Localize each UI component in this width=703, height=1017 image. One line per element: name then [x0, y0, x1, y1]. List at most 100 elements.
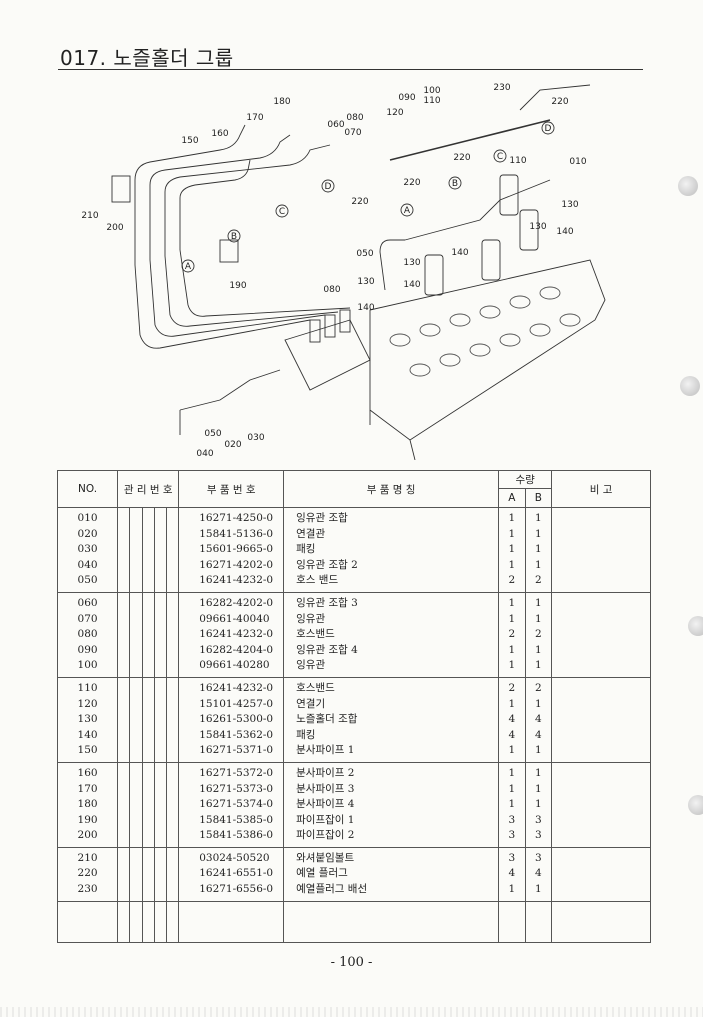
- header-management-no: 관 리 번 호: [117, 470, 180, 508]
- page-number: - 100 -: [330, 955, 373, 970]
- management-cell: [153, 507, 167, 593]
- header-qty-a: A: [498, 488, 526, 508]
- callout-labels: 210 200 150 160 170 180 190 060 080 070 …: [81, 83, 586, 459]
- svg-text:130: 130: [357, 277, 374, 287]
- management-cell: [117, 676, 131, 763]
- management-cell: [117, 761, 131, 848]
- svg-text:030: 030: [247, 433, 264, 443]
- svg-text:220: 220: [403, 178, 420, 188]
- management-cell: [153, 846, 167, 902]
- svg-text:140: 140: [556, 227, 573, 237]
- part-number-index: 060 070 080 090 100: [77, 596, 98, 672]
- svg-text:230: 230: [493, 83, 510, 93]
- svg-text:220: 220: [551, 97, 568, 107]
- binder-hole: [688, 616, 703, 636]
- management-cell: [129, 676, 143, 763]
- header-qty-b: B: [524, 488, 553, 508]
- svg-text:130: 130: [561, 200, 578, 210]
- header-part-no: 부 품 번 호: [178, 470, 285, 508]
- management-cell: [165, 676, 180, 763]
- qty-b: 1 1 1 1 2: [535, 512, 542, 587]
- table-row-group: 010 020 030 040 050 16271-4250-0 15841-51…: [56, 507, 651, 593]
- part-name: 잉유관 조합 3 잉유관 호스밴드 잉유관 조합 4 잉유관: [296, 596, 358, 672]
- header-qty: 수량: [498, 470, 553, 489]
- part-code: 16271-5372-0 16271-5373-0 16271-5374-0 1…: [199, 766, 274, 842]
- connection-letters: AB CD AB CD: [181, 121, 555, 273]
- svg-text:210: 210: [81, 211, 98, 221]
- svg-text:120: 120: [386, 108, 403, 118]
- management-cell: [165, 507, 180, 593]
- svg-text:A: A: [185, 262, 192, 272]
- management-cell: [117, 591, 131, 678]
- title-rule: [58, 69, 643, 70]
- management-cell: [165, 591, 180, 678]
- svg-text:200: 200: [106, 223, 123, 233]
- svg-text:A: A: [404, 206, 411, 216]
- management-cell: [141, 761, 155, 848]
- table-row-group: 110 120 130 140 150 16241-4232-0 15101-42…: [56, 676, 651, 763]
- qty-b: 3 4 1: [535, 851, 542, 896]
- qty-a: 3 4 1: [508, 851, 516, 896]
- management-cell: [129, 507, 143, 593]
- svg-text:050: 050: [204, 429, 221, 439]
- remarks-cell: [551, 761, 651, 848]
- management-cell: [153, 676, 167, 763]
- svg-text:130: 130: [403, 258, 420, 268]
- part-number-index: 010 020 030 040 050: [77, 512, 98, 587]
- svg-text:070: 070: [344, 128, 361, 138]
- svg-text:110: 110: [423, 96, 440, 106]
- svg-text:080: 080: [323, 285, 340, 295]
- management-cell: [129, 761, 143, 848]
- management-cell: [141, 507, 155, 593]
- qty-a: 1 1 2 1 1: [508, 596, 516, 672]
- nozzle-holders: [179, 84, 591, 435]
- svg-text:100: 100: [423, 86, 440, 96]
- svg-text:C: C: [497, 152, 503, 162]
- part-code: 03024-50520 16241-6551-0 16271-6556-0: [199, 851, 274, 896]
- svg-text:140: 140: [357, 303, 374, 313]
- management-cell: [165, 761, 180, 848]
- engine-block: [369, 259, 606, 460]
- binder-hole: [680, 376, 700, 396]
- svg-text:050: 050: [356, 249, 373, 259]
- management-cell: [141, 676, 155, 763]
- part-number-index: 160 170 180 190 200: [77, 766, 98, 842]
- svg-text:C: C: [279, 207, 285, 217]
- remarks-cell: [551, 507, 651, 593]
- svg-text:160: 160: [211, 129, 228, 139]
- pipe-clamps: [111, 175, 239, 263]
- qty-a: 1 1 1 1 2: [508, 512, 516, 587]
- part-code: 16271-4250-0 15841-5136-0 15601-9665-0 1…: [199, 512, 274, 587]
- qty-b: 2 1 4 4 1: [535, 681, 542, 757]
- table-row-group: 160 170 180 190 200 16271-5372-0 16271-53…: [56, 761, 651, 848]
- remarks-cell: [551, 676, 651, 763]
- qty-b: 1 1 2 1 1: [535, 596, 542, 672]
- svg-text:040: 040: [196, 449, 213, 459]
- binder-hole: [688, 795, 703, 815]
- management-cell: [141, 846, 155, 902]
- svg-text:080: 080: [346, 113, 363, 123]
- svg-text:020: 020: [224, 440, 241, 450]
- exploded-parts-diagram: 210 200 150 160 170 180 190 060 080 070 …: [81, 83, 606, 460]
- svg-text:140: 140: [451, 248, 468, 258]
- svg-text:110: 110: [509, 156, 526, 166]
- remarks-cell: [551, 591, 651, 678]
- binder-hole: [678, 176, 698, 196]
- svg-text:130: 130: [529, 222, 546, 232]
- svg-text:220: 220: [453, 153, 470, 163]
- svg-text:190: 190: [229, 281, 246, 291]
- remarks-cell: [551, 846, 651, 902]
- injection-pipes: [134, 124, 351, 349]
- part-number-index: 110 120 130 140 150: [77, 681, 98, 757]
- management-cell: [141, 591, 155, 678]
- part-name: 잉유관 조합 연결관 패킹 잉유관 조합 2 호스 밴드: [296, 512, 358, 587]
- qty-a: 2 1 4 4 1: [508, 681, 516, 757]
- part-name: 와셔붙임볼트 예열 플러그 예열플러그 배선: [296, 851, 368, 896]
- part-number-index: 210 220 230: [77, 851, 98, 896]
- management-cell: [117, 846, 131, 902]
- svg-text:170: 170: [246, 113, 263, 123]
- part-code: 16282-4202-0 09661-40040 16241-4232-0 16…: [199, 596, 274, 672]
- page-title: 017. 노즐홀더 그룹: [60, 46, 234, 70]
- part-code: 16241-4232-0 15101-4257-0 16261-5300-0 1…: [199, 681, 274, 757]
- svg-text:180: 180: [273, 97, 290, 107]
